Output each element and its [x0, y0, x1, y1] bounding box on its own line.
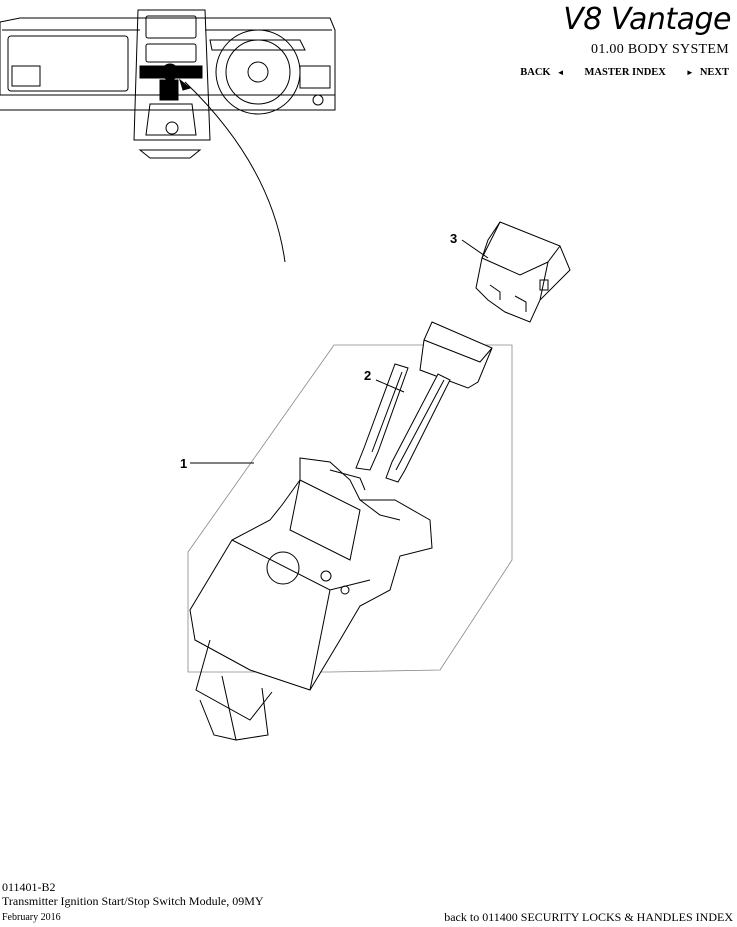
part-2-connector-drawing	[355, 321, 493, 483]
brand-logo: V8 Vantage	[563, 2, 731, 37]
next-arrow-icon[interactable]: ►	[685, 68, 694, 77]
back-to-index-link[interactable]: back to 011400 SECURITY LOCKS & HANDLES …	[444, 910, 733, 924]
back-arrow-icon[interactable]: ◄	[556, 68, 565, 77]
dashboard-overview-drawing	[0, 9, 336, 263]
document-date: February 2016	[2, 912, 61, 923]
section-title: 01.00 BODY SYSTEM	[591, 42, 729, 57]
next-link[interactable]: NEXT	[699, 67, 729, 78]
leader-line-2	[375, 379, 405, 393]
leader-line-3	[461, 239, 489, 259]
callout-3: 3	[450, 231, 458, 246]
assembly-outline	[187, 344, 513, 673]
document-code: 011401-B2	[2, 880, 56, 894]
document-title: Transmitter Ignition Start/Stop Switch M…	[2, 894, 264, 908]
part-1-switch-module-drawing	[189, 457, 433, 741]
navigation-bar: BACK ◄ MASTER INDEX ► NEXT	[520, 67, 729, 78]
callout-1: 1	[180, 456, 188, 471]
master-index-link[interactable]: MASTER INDEX	[584, 67, 666, 78]
part-3-cap-drawing	[475, 221, 571, 323]
callout-2: 2	[364, 368, 372, 383]
back-link[interactable]: BACK	[520, 67, 551, 78]
